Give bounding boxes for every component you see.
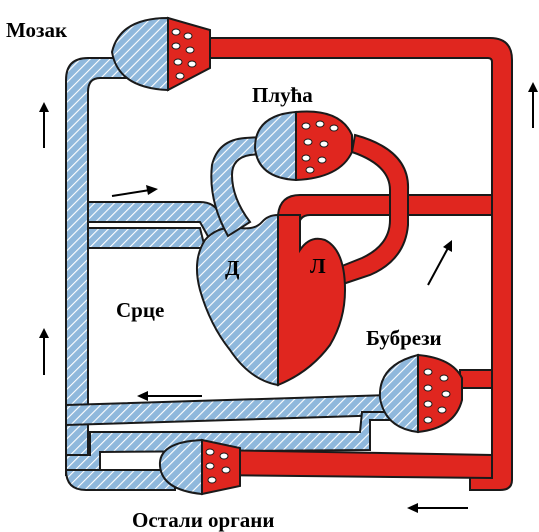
heart-right-side: [197, 215, 278, 385]
arrow-right-top: [112, 185, 158, 196]
kidney-vein: [66, 395, 392, 425]
arrow-up-right-edge: [528, 82, 538, 128]
organ-kidneys: [380, 355, 462, 432]
organ-lungs: [255, 111, 352, 180]
kidney-artery: [460, 370, 492, 388]
label-brain: Мозак: [6, 20, 67, 41]
organ-brain: [112, 18, 210, 90]
organ-other: [160, 440, 240, 494]
label-other-organs: Остали органи: [132, 510, 274, 531]
arrow-up-left-top: [39, 102, 49, 148]
vein-to-heart-lower: [88, 228, 205, 248]
label-heart: Срце: [116, 300, 164, 321]
arrow-left-kidneys: [137, 391, 202, 401]
bottom-vein: [66, 470, 175, 490]
label-lungs: Плућа: [252, 85, 313, 106]
arrow-left-bottom: [407, 503, 468, 513]
label-left-side: Л: [310, 256, 326, 277]
arrow-up-right: [428, 240, 452, 285]
label-right-side: Д: [225, 258, 239, 279]
heart-left-side: [278, 215, 345, 385]
arrow-up-left-bottom: [39, 328, 49, 375]
label-kidneys: Бубрези: [366, 328, 442, 349]
other-organs-artery: [210, 450, 492, 478]
